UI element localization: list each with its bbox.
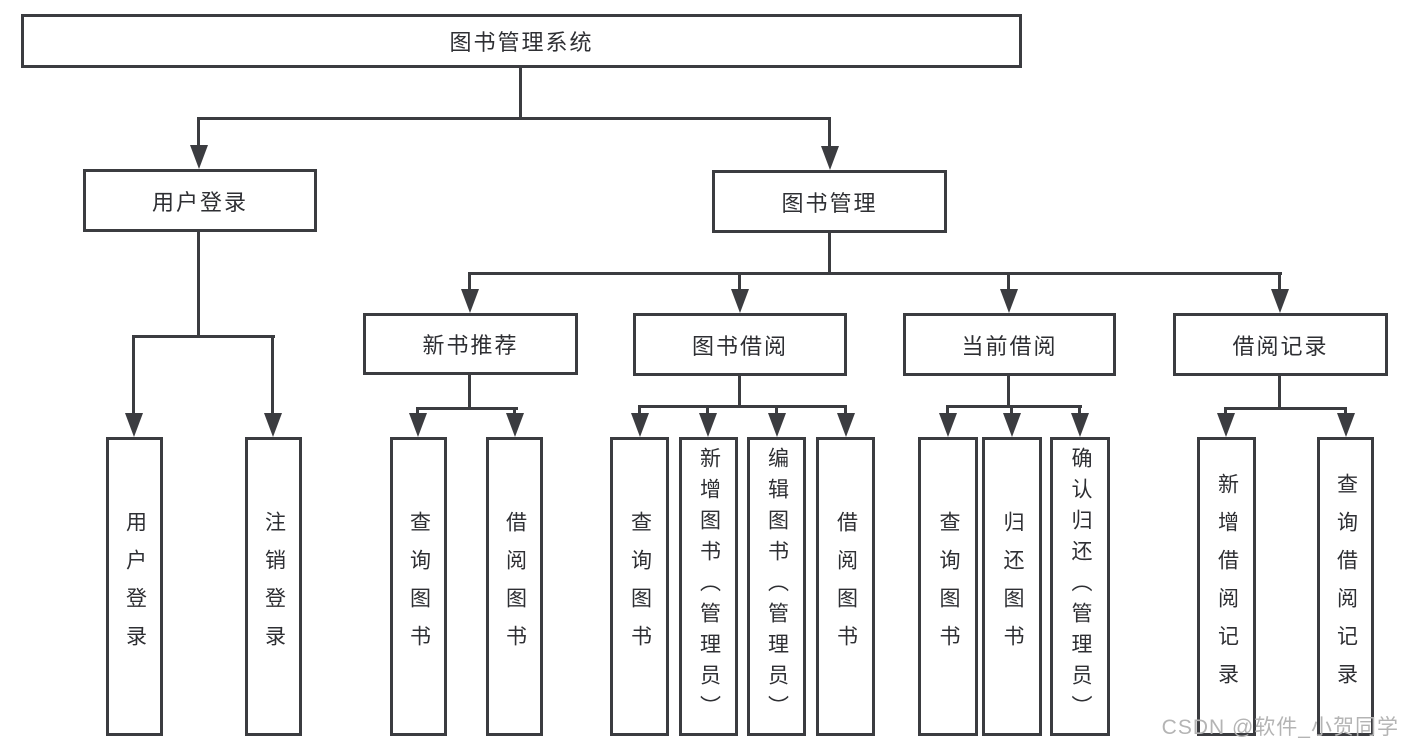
arrow-down-icon	[699, 413, 717, 437]
arrow-down-icon	[837, 413, 855, 437]
arrow-down-icon	[1217, 413, 1235, 437]
arrow-down-icon	[1000, 289, 1018, 313]
connector-current-borrow-stub	[1007, 376, 1010, 408]
connector-split-borrow-records	[1224, 407, 1347, 410]
node-current-borrowing-label: 当前借阅	[961, 333, 1058, 359]
connector-user-login-stub	[197, 232, 200, 338]
leaf-add-book-admin-label: 新增图书（管理员）	[697, 447, 721, 726]
connector-drop-leaf	[1078, 405, 1081, 417]
leaf-query-books-recommend: 查询图书	[390, 437, 447, 736]
arrow-down-icon	[125, 413, 143, 437]
leaf-edit-book-admin-label: 编辑图书（管理员）	[765, 447, 789, 726]
leaf-query-books-recommend-label: 查询图书	[407, 510, 431, 663]
node-book-borrowing-label: 图书借阅	[691, 333, 788, 359]
connector-drop-logout-leaf	[271, 335, 274, 417]
leaf-return-book-label: 归还图书	[1001, 510, 1024, 663]
node-new-book-recommend: 新书推荐	[363, 313, 578, 375]
connector-drop-leaf	[775, 405, 778, 417]
arrow-down-icon	[461, 289, 479, 313]
leaf-query-books-borrowing: 查询图书	[610, 437, 669, 736]
connector-drop-leaf	[513, 407, 516, 417]
connector-root-stub	[519, 68, 522, 117]
leaf-add-borrow-record-label: 新增借阅记录	[1215, 472, 1239, 701]
connector-drop-leaf	[1344, 407, 1347, 417]
connector-drop-login-leaf	[132, 335, 135, 417]
leaf-query-books-current-label: 查询图书	[937, 510, 960, 663]
connector-drop-leaf	[638, 405, 641, 417]
node-user-login: 用户登录	[83, 169, 317, 232]
connector-drop-new-book	[468, 272, 471, 293]
connector-drop-leaf	[706, 405, 709, 417]
node-book-management: 图书管理	[712, 170, 947, 233]
arrow-down-icon	[821, 146, 839, 170]
connector-drop-book-mgmt	[828, 117, 831, 149]
connector-split-book-borrow	[638, 405, 847, 408]
connector-new-book-stub	[468, 375, 471, 410]
node-root-label: 图书管理系统	[449, 30, 594, 55]
connector-drop-book-borrow	[738, 272, 741, 293]
connector-book-borrow-stub	[738, 376, 741, 408]
leaf-query-borrow-record: 查询借阅记录	[1317, 437, 1374, 736]
connector-drop-current-borrow	[1007, 272, 1010, 293]
leaf-borrow-book-label: 借阅图书	[834, 510, 858, 663]
leaf-confirm-return-admin: 确认归还（管理员）	[1050, 437, 1110, 736]
leaf-logout: 注销登录	[245, 437, 302, 736]
connector-drop-leaf	[946, 405, 949, 417]
leaf-borrow-book: 借阅图书	[816, 437, 875, 736]
connector-drop-leaf	[1010, 405, 1013, 417]
node-new-book-recommend-label: 新书推荐	[422, 333, 519, 358]
connector-split-user-login	[132, 335, 275, 338]
connector-drop-borrow-records	[1278, 272, 1281, 293]
arrow-down-icon	[939, 413, 957, 437]
node-book-borrowing: 图书借阅	[633, 313, 847, 376]
connector-drop-leaf	[1224, 407, 1227, 417]
arrow-down-icon	[1003, 413, 1021, 437]
leaf-confirm-return-admin-label: 确认归还（管理员）	[1069, 447, 1092, 726]
leaf-borrow-book-recommend-label: 借阅图书	[503, 510, 527, 663]
connector-drop-user-login	[197, 117, 200, 149]
arrow-down-icon	[264, 413, 282, 437]
connector-drop-leaf	[416, 407, 419, 417]
csdn-watermark: CSDN @软件_小贺同学	[1161, 716, 1399, 739]
connector-book-mgmt-stub	[828, 233, 831, 275]
arrow-down-icon	[768, 413, 786, 437]
leaf-logout-label: 注销登录	[262, 510, 286, 663]
connector-split-new-book	[416, 407, 518, 410]
leaf-query-borrow-record-label: 查询借阅记录	[1334, 472, 1358, 701]
connector-drop-leaf	[844, 405, 847, 417]
leaf-return-book: 归还图书	[982, 437, 1042, 736]
leaf-add-book-admin: 新增图书（管理员）	[679, 437, 738, 736]
leaf-user-login-label: 用户登录	[123, 510, 147, 663]
leaf-edit-book-admin: 编辑图书（管理员）	[747, 437, 806, 736]
arrow-down-icon	[1337, 413, 1355, 437]
arrow-down-icon	[731, 289, 749, 313]
connector-split-level1	[197, 117, 831, 120]
node-borrowing-records: 借阅记录	[1173, 313, 1388, 376]
leaf-borrow-book-recommend: 借阅图书	[486, 437, 543, 736]
leaf-query-books-current: 查询图书	[918, 437, 978, 736]
node-book-management-label: 图书管理	[781, 190, 878, 216]
node-current-borrowing: 当前借阅	[903, 313, 1116, 376]
leaf-add-borrow-record: 新增借阅记录	[1197, 437, 1256, 736]
node-user-login-label: 用户登录	[151, 189, 248, 215]
arrow-down-icon	[631, 413, 649, 437]
node-root: 图书管理系统	[21, 14, 1022, 68]
arrow-down-icon	[409, 413, 427, 437]
arrow-down-icon	[1071, 413, 1089, 437]
leaf-user-login: 用户登录	[106, 437, 163, 736]
arrow-down-icon	[1271, 289, 1289, 313]
arrow-down-icon	[190, 145, 208, 169]
arrow-down-icon	[506, 413, 524, 437]
connector-split-current-borrow	[946, 405, 1082, 408]
connector-borrow-records-stub	[1278, 376, 1281, 410]
connector-split-level3	[468, 272, 1282, 275]
node-borrowing-records-label: 借阅记录	[1232, 333, 1329, 359]
leaf-query-books-borrowing-label: 查询图书	[628, 510, 652, 663]
